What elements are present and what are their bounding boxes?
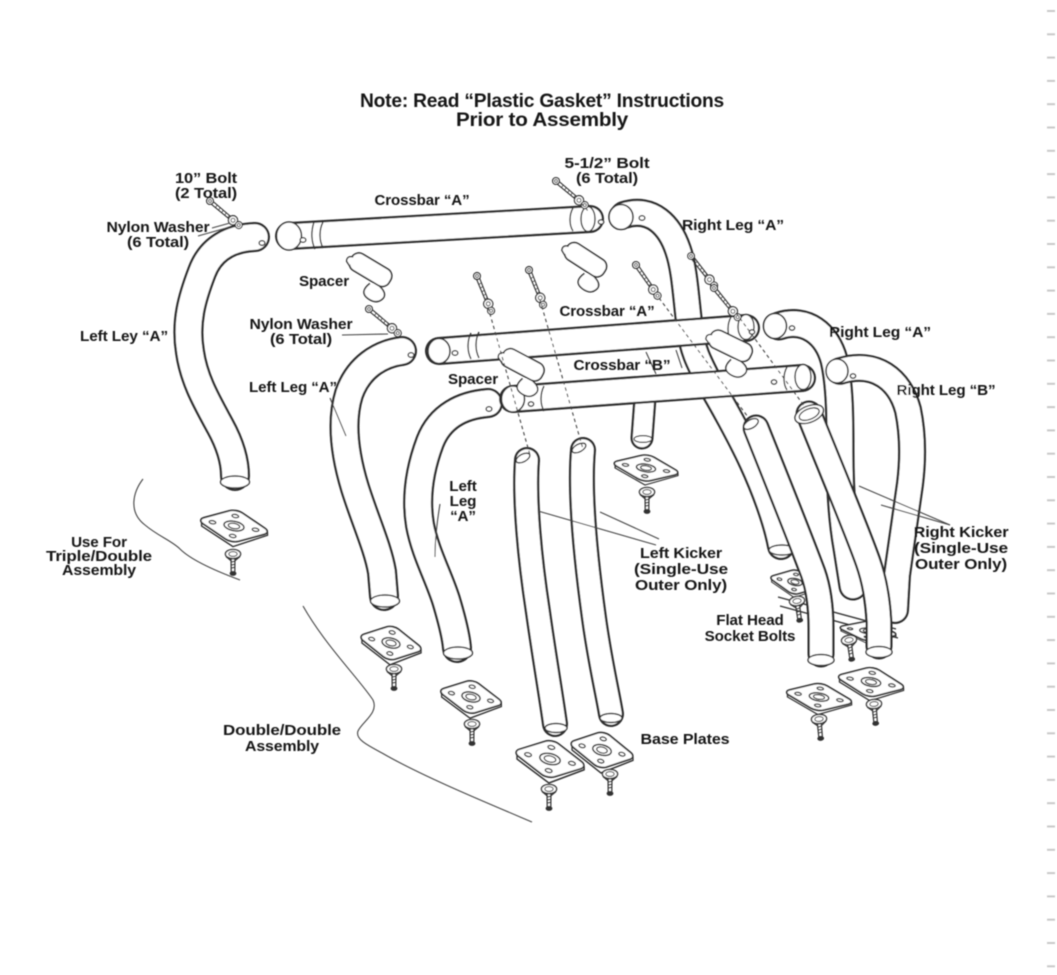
svg-text:“A”: “A” <box>450 508 476 525</box>
svg-text:Left: Left <box>449 478 476 495</box>
svg-text:Spacer: Spacer <box>448 371 498 388</box>
svg-text:Crossbar “B”: Crossbar “B” <box>574 357 671 374</box>
svg-text:Nylon Washer: Nylon Washer <box>107 219 210 236</box>
svg-text:Leg: Leg <box>450 493 477 510</box>
svg-text:Assembly: Assembly <box>245 738 320 755</box>
svg-text:Note: Read “Plastic Gasket” In: Note: Read “Plastic Gasket” Instructions <box>360 91 724 112</box>
svg-text:Right Leg “B”: Right Leg “B” <box>897 382 996 399</box>
svg-text:Outer Only): Outer Only) <box>915 556 1007 573</box>
svg-text:(6 Total): (6 Total) <box>576 170 638 187</box>
svg-text:10” Bolt: 10” Bolt <box>175 170 237 187</box>
svg-text:(Single-Use: (Single-Use <box>634 561 728 578</box>
svg-text:(Single-Use: (Single-Use <box>914 540 1008 557</box>
svg-text:Flat Head: Flat Head <box>716 612 783 629</box>
svg-text:Right Leg “A”: Right Leg “A” <box>682 217 784 234</box>
svg-text:Crossbar “A”: Crossbar “A” <box>560 303 655 320</box>
svg-text:Left Kicker: Left Kicker <box>640 545 722 562</box>
svg-text:Triple/Double: Triple/Double <box>46 548 152 565</box>
svg-text:Prior to Assembly: Prior to Assembly <box>456 110 629 131</box>
svg-text:Nylon Washer: Nylon Washer <box>250 316 353 333</box>
svg-text:Assembly: Assembly <box>62 562 137 579</box>
svg-text:Spacer: Spacer <box>299 273 349 290</box>
svg-text:(6 Total): (6 Total) <box>127 234 189 251</box>
svg-text:Double/Double: Double/Double <box>223 722 341 739</box>
svg-text:Right Leg “A”: Right Leg “A” <box>829 324 931 341</box>
svg-text:Right Kicker: Right Kicker <box>914 524 1009 541</box>
svg-text:(6 Total): (6 Total) <box>270 331 332 348</box>
svg-text:Outer Only): Outer Only) <box>635 577 727 594</box>
svg-text:(2 Total): (2 Total) <box>175 185 237 202</box>
svg-text:Crossbar “A”: Crossbar “A” <box>375 192 470 209</box>
svg-text:Left Leg “A”: Left Leg “A” <box>249 379 337 396</box>
svg-text:5-1/2” Bolt: 5-1/2” Bolt <box>565 155 650 172</box>
svg-text:Socket Bolts: Socket Bolts <box>705 628 796 645</box>
svg-text:Left Ley “A”: Left Ley “A” <box>80 328 168 345</box>
svg-text:Use For: Use For <box>71 534 127 551</box>
svg-text:Base Plates: Base Plates <box>641 731 730 748</box>
